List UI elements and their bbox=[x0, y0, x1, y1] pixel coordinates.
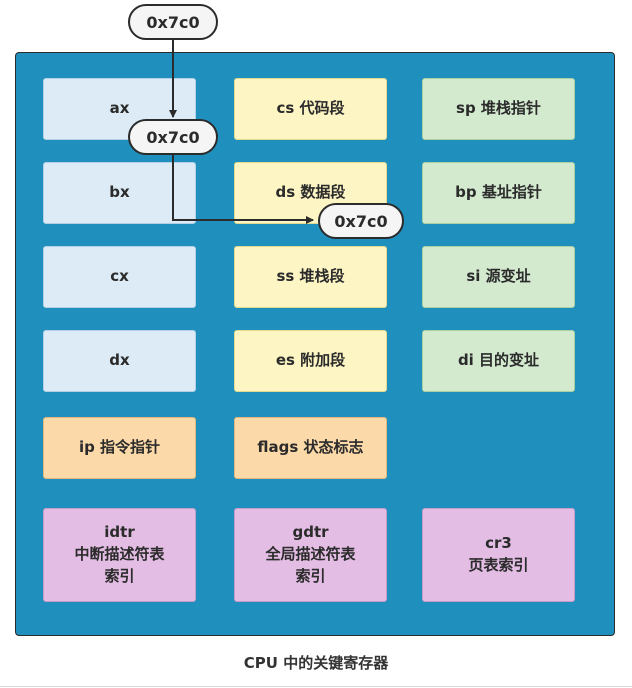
arrow-tag2-to-tag3 bbox=[172, 155, 314, 224]
divider bbox=[0, 686, 632, 687]
register-cx: cx bbox=[43, 246, 196, 308]
value-tag-ax: 0x7c0 bbox=[128, 119, 218, 155]
register-di: di 目的变址 bbox=[422, 330, 575, 392]
register-flags: flags 状态标志 bbox=[234, 417, 387, 479]
value-tag-top: 0x7c0 bbox=[128, 4, 218, 40]
value-tag-ds: 0x7c0 bbox=[318, 203, 404, 239]
register-cr3: cr3 页表索引 bbox=[422, 508, 575, 602]
register-ip: ip 指令指针 bbox=[43, 417, 196, 479]
register-cs: cs 代码段 bbox=[234, 78, 387, 140]
register-dx: dx bbox=[43, 330, 196, 392]
register-bx: bx bbox=[43, 162, 196, 224]
register-es: es 附加段 bbox=[234, 330, 387, 392]
register-bp: bp 基址指针 bbox=[422, 162, 575, 224]
register-si: si 源变址 bbox=[422, 246, 575, 308]
register-gdtr: gdtr 全局描述符表 索引 bbox=[234, 508, 387, 602]
register-ax: ax bbox=[43, 78, 196, 140]
diagram-caption: CPU 中的关键寄存器 bbox=[243, 654, 389, 672]
register-idtr: idtr 中断描述符表 索引 bbox=[43, 508, 196, 602]
register-ss: ss 堆栈段 bbox=[234, 246, 387, 308]
register-sp: sp 堆栈指针 bbox=[422, 78, 575, 140]
